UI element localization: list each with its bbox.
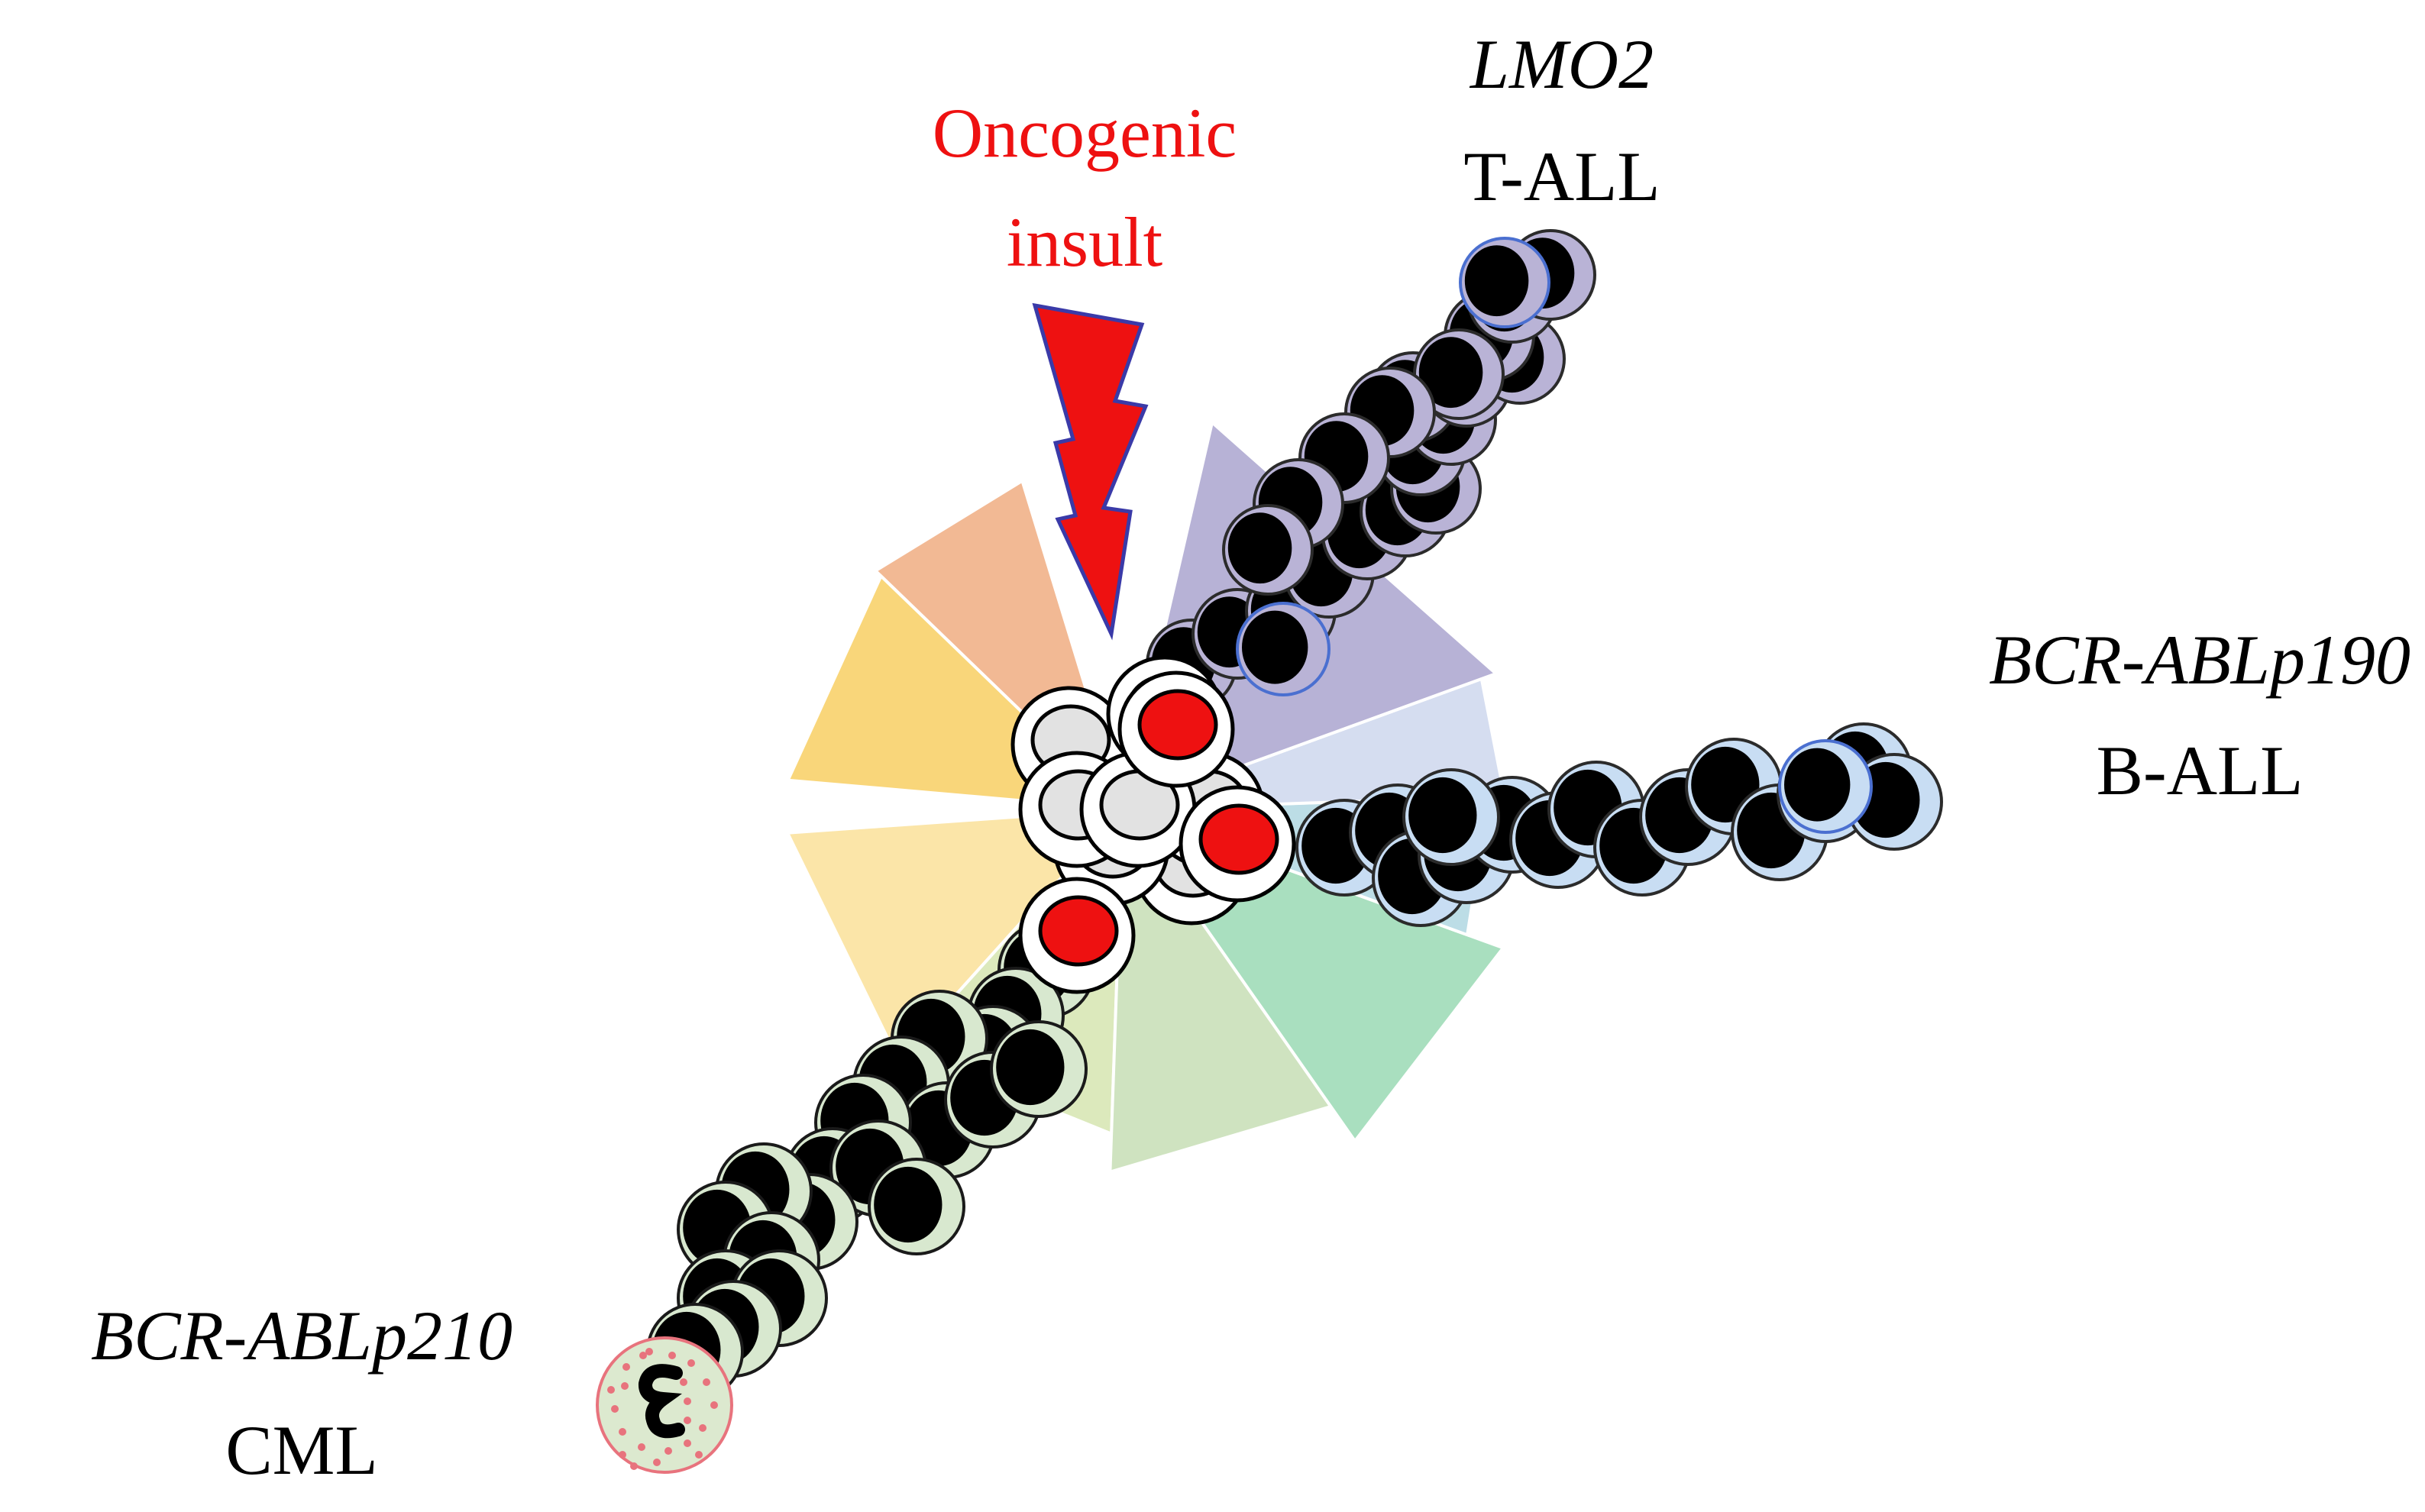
granule (630, 1462, 638, 1470)
granule (645, 1348, 653, 1355)
progenitor-cell (1222, 504, 1314, 596)
granule (684, 1417, 691, 1424)
granule (607, 1386, 615, 1394)
granule (710, 1401, 718, 1409)
granule (695, 1451, 703, 1459)
b-all-gene-label: BCR-ABLp190 (1989, 621, 2410, 699)
granule (653, 1459, 661, 1466)
progenitor-cell (868, 1158, 965, 1255)
granule (611, 1405, 619, 1413)
granule (619, 1428, 626, 1436)
granule (684, 1397, 691, 1405)
granule (622, 1363, 630, 1371)
granule (638, 1443, 645, 1451)
progenitor-cell (1778, 739, 1873, 834)
cml-gene-label: BCR-ABLp210 (91, 1297, 512, 1375)
granule (687, 1359, 695, 1367)
insult-label-line2: insult (1007, 203, 1163, 281)
granule (621, 1382, 629, 1390)
granule (619, 1451, 626, 1459)
progenitor-cell (1459, 237, 1550, 328)
progenitor-cell (1236, 602, 1331, 696)
progenitor-cell (1402, 768, 1500, 866)
granule (664, 1447, 672, 1455)
granule (684, 1439, 691, 1447)
t-all-gene-label: LMO2 (1469, 25, 1654, 103)
progenitor-cell (990, 1020, 1088, 1118)
granule (703, 1378, 710, 1386)
granulocyte-cell-icon (596, 1336, 733, 1474)
cml-disease-label: CML (225, 1411, 377, 1489)
b-all-disease-label: B-ALL (2097, 732, 2304, 809)
granule (699, 1424, 706, 1432)
t-all-disease-label: T-ALL (1463, 137, 1660, 215)
lightning-bolt-icon (1032, 302, 1149, 641)
initiated-cell (1018, 877, 1136, 994)
initiated-cell (1117, 670, 1235, 788)
granule (680, 1378, 687, 1386)
initiated-cell (1179, 785, 1296, 903)
stem-cell-cluster (1010, 655, 1296, 994)
granule (668, 1352, 676, 1359)
granule (639, 1352, 647, 1359)
granules (607, 1348, 718, 1470)
insult-label-line1: Oncogenic (933, 94, 1237, 172)
